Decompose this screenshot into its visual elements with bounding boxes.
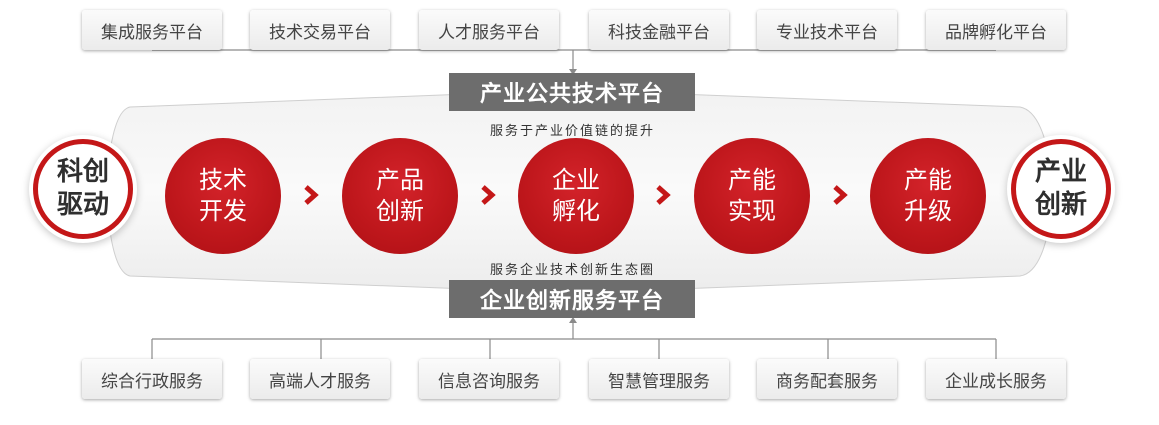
stage-line2: 创新 xyxy=(376,197,424,225)
chevron-right-icon xyxy=(304,185,319,205)
top-arrowhead xyxy=(569,69,577,75)
chevron-right-icon xyxy=(833,185,848,205)
start-node-line1: 科创 xyxy=(56,157,109,187)
stage-line1: 产能 xyxy=(904,166,952,194)
stage-circle: 企业 孵化 xyxy=(518,138,634,254)
stage-line2: 孵化 xyxy=(552,197,600,225)
top-platform-box: 技术交易平台 xyxy=(250,10,390,50)
stage-circle: 产能 实现 xyxy=(694,138,810,254)
top-caption: 服务于产业价值链的提升 xyxy=(489,124,655,139)
start-node-circle: 科创 驱动 xyxy=(33,139,133,239)
bottom-service-box: 高端人才服务 xyxy=(250,359,390,399)
stage-circle: 技术 开发 xyxy=(165,138,281,254)
top-platform-bar: 产业公共技术平台 xyxy=(449,73,695,111)
stage-line2: 实现 xyxy=(728,197,776,225)
end-node-circle: 产业 创新 xyxy=(1011,139,1111,239)
stage-line1: 产品 xyxy=(376,166,424,194)
top-platform-box: 专业技术平台 xyxy=(757,10,897,50)
top-platform-box: 人才服务平台 xyxy=(419,10,559,50)
end-node-line1: 产业 xyxy=(1034,157,1087,187)
stage-line1: 技术 xyxy=(199,166,247,194)
stage-line2: 开发 xyxy=(199,197,247,225)
bottom-platform-bar: 企业创新服务平台 xyxy=(449,280,695,318)
stage-circle: 产能 升级 xyxy=(870,138,986,254)
chevron-right-icon xyxy=(656,185,671,205)
stage-line1: 企业 xyxy=(552,166,600,194)
end-node-line2: 创新 xyxy=(1034,190,1087,220)
bottom-service-box: 智慧管理服务 xyxy=(589,359,729,399)
bottom-service-box: 商务配套服务 xyxy=(757,359,897,399)
stage-line2: 升级 xyxy=(904,197,952,225)
stage-circle: 产品 创新 xyxy=(342,138,458,254)
bottom-caption: 服务企业技术创新生态圈 xyxy=(489,263,655,278)
bottom-arrowhead xyxy=(569,317,577,323)
bottom-service-box: 企业成长服务 xyxy=(926,359,1066,399)
bottom-service-box: 信息咨询服务 xyxy=(419,359,559,399)
top-platform-box: 集成服务平台 xyxy=(82,10,222,50)
bottom-service-box: 综合行政服务 xyxy=(82,359,222,399)
start-node-line2: 驱动 xyxy=(56,190,109,220)
stage-line1: 产能 xyxy=(728,166,776,194)
top-platform-box: 科技金融平台 xyxy=(589,10,729,50)
chevron-right-icon xyxy=(481,185,496,205)
top-platform-box: 品牌孵化平台 xyxy=(926,10,1066,50)
